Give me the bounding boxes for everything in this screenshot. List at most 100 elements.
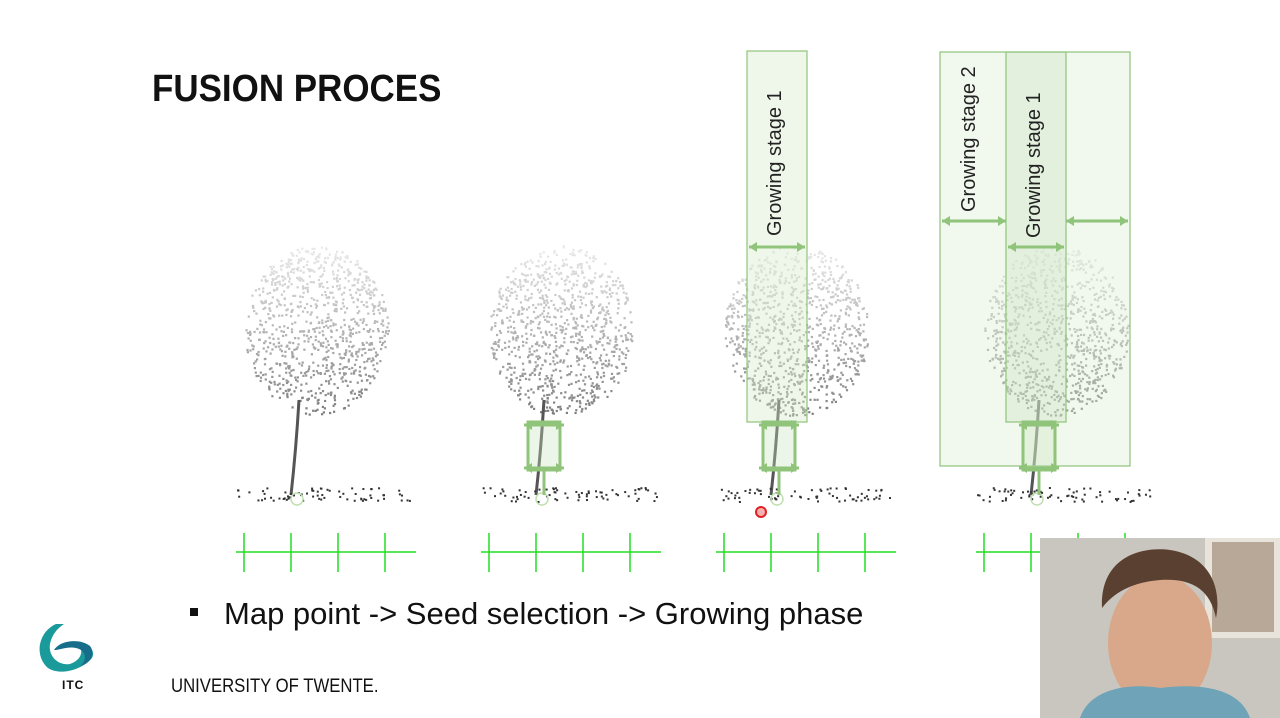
tree-point bbox=[554, 316, 557, 319]
tree-point bbox=[327, 296, 330, 299]
tree-point bbox=[853, 367, 857, 370]
tree-point bbox=[1089, 348, 1092, 351]
tree-point bbox=[559, 359, 562, 362]
tree-point bbox=[618, 280, 622, 284]
tree-point bbox=[1073, 328, 1076, 331]
tree-point bbox=[857, 316, 860, 319]
tree-point bbox=[365, 275, 368, 278]
tree-point bbox=[325, 364, 328, 367]
tree-point bbox=[510, 373, 513, 376]
tree-point bbox=[258, 338, 261, 341]
tree-point bbox=[1014, 382, 1017, 385]
tree-point bbox=[1050, 414, 1053, 417]
tree-point bbox=[310, 376, 313, 379]
tree-point bbox=[539, 255, 542, 258]
tree-point bbox=[268, 336, 271, 339]
ground-point bbox=[1072, 495, 1075, 498]
tree-point bbox=[737, 316, 740, 319]
tree-point bbox=[826, 287, 829, 290]
tree-point bbox=[1108, 337, 1111, 340]
tree-point bbox=[600, 376, 603, 379]
tree-point bbox=[384, 331, 387, 334]
tree-point bbox=[813, 386, 816, 389]
ground-point bbox=[1126, 491, 1129, 494]
tree-point bbox=[1045, 378, 1049, 381]
tree-point bbox=[526, 288, 529, 292]
tree-point bbox=[777, 304, 780, 307]
tree-point bbox=[1079, 387, 1082, 390]
tree-point bbox=[512, 332, 515, 335]
tree-point bbox=[858, 318, 861, 321]
tree-point bbox=[247, 315, 250, 318]
tree-point bbox=[306, 303, 309, 306]
tree-point bbox=[829, 328, 832, 331]
tree-point bbox=[579, 339, 582, 342]
tree-point bbox=[1126, 339, 1129, 342]
tree-point bbox=[546, 377, 549, 380]
tree-point bbox=[1025, 375, 1028, 379]
tree-point bbox=[792, 414, 795, 417]
tree-point bbox=[586, 284, 589, 287]
tree-point bbox=[862, 359, 865, 362]
tree-point bbox=[626, 299, 629, 302]
tree-point bbox=[342, 332, 345, 335]
tree-point bbox=[777, 352, 780, 355]
tree-point bbox=[329, 378, 332, 381]
ground-point bbox=[1114, 498, 1117, 501]
tree-point bbox=[538, 373, 541, 376]
tree-point bbox=[1097, 296, 1100, 299]
tree-point bbox=[622, 287, 625, 290]
tree-point bbox=[529, 333, 533, 336]
ground-point bbox=[264, 497, 267, 500]
tree-point bbox=[984, 329, 987, 332]
tree-point bbox=[787, 268, 790, 271]
ground-point bbox=[1067, 494, 1070, 497]
tree-point bbox=[839, 340, 842, 343]
tree-point bbox=[1084, 271, 1087, 274]
tree-point bbox=[779, 280, 782, 283]
tree-point bbox=[524, 295, 527, 298]
tree-point bbox=[624, 302, 627, 305]
tree-point bbox=[563, 289, 566, 292]
tree-point bbox=[1030, 327, 1033, 330]
tree-point bbox=[579, 263, 582, 266]
tree-point bbox=[840, 276, 843, 280]
tree-point bbox=[756, 329, 759, 332]
ground-point bbox=[1089, 487, 1092, 490]
tree-point bbox=[1001, 300, 1004, 303]
tree-point bbox=[1043, 390, 1046, 393]
tree-point bbox=[344, 256, 347, 259]
tree-point bbox=[296, 269, 299, 272]
tree-point bbox=[752, 308, 755, 311]
tree-point bbox=[536, 281, 540, 284]
tree-point bbox=[1105, 309, 1108, 312]
tree-point bbox=[297, 337, 300, 340]
tree-point bbox=[326, 287, 329, 290]
tree-point bbox=[997, 343, 1000, 346]
tree-point bbox=[265, 350, 268, 353]
tree-point bbox=[562, 361, 565, 364]
ground-point bbox=[733, 497, 736, 500]
tree-point bbox=[268, 303, 271, 306]
tree-point bbox=[513, 371, 516, 374]
tree-point bbox=[1111, 323, 1114, 327]
tree-point bbox=[550, 408, 553, 411]
tree-point bbox=[864, 338, 867, 341]
tree-point bbox=[1078, 364, 1081, 367]
tree-point bbox=[829, 296, 833, 299]
tree-point bbox=[757, 286, 760, 289]
ground-point bbox=[554, 498, 557, 501]
tree-point bbox=[519, 392, 522, 396]
tree-point bbox=[260, 279, 263, 282]
ground-point bbox=[556, 489, 559, 492]
tree-point bbox=[817, 283, 820, 286]
tree-point bbox=[341, 337, 344, 340]
tree-point bbox=[990, 317, 993, 320]
tree-point bbox=[324, 294, 327, 297]
tree-point bbox=[1035, 263, 1038, 266]
tree-point bbox=[845, 364, 848, 368]
tree-point bbox=[507, 330, 510, 333]
tree-point-cloud bbox=[977, 246, 1152, 506]
tree-point bbox=[532, 304, 535, 307]
